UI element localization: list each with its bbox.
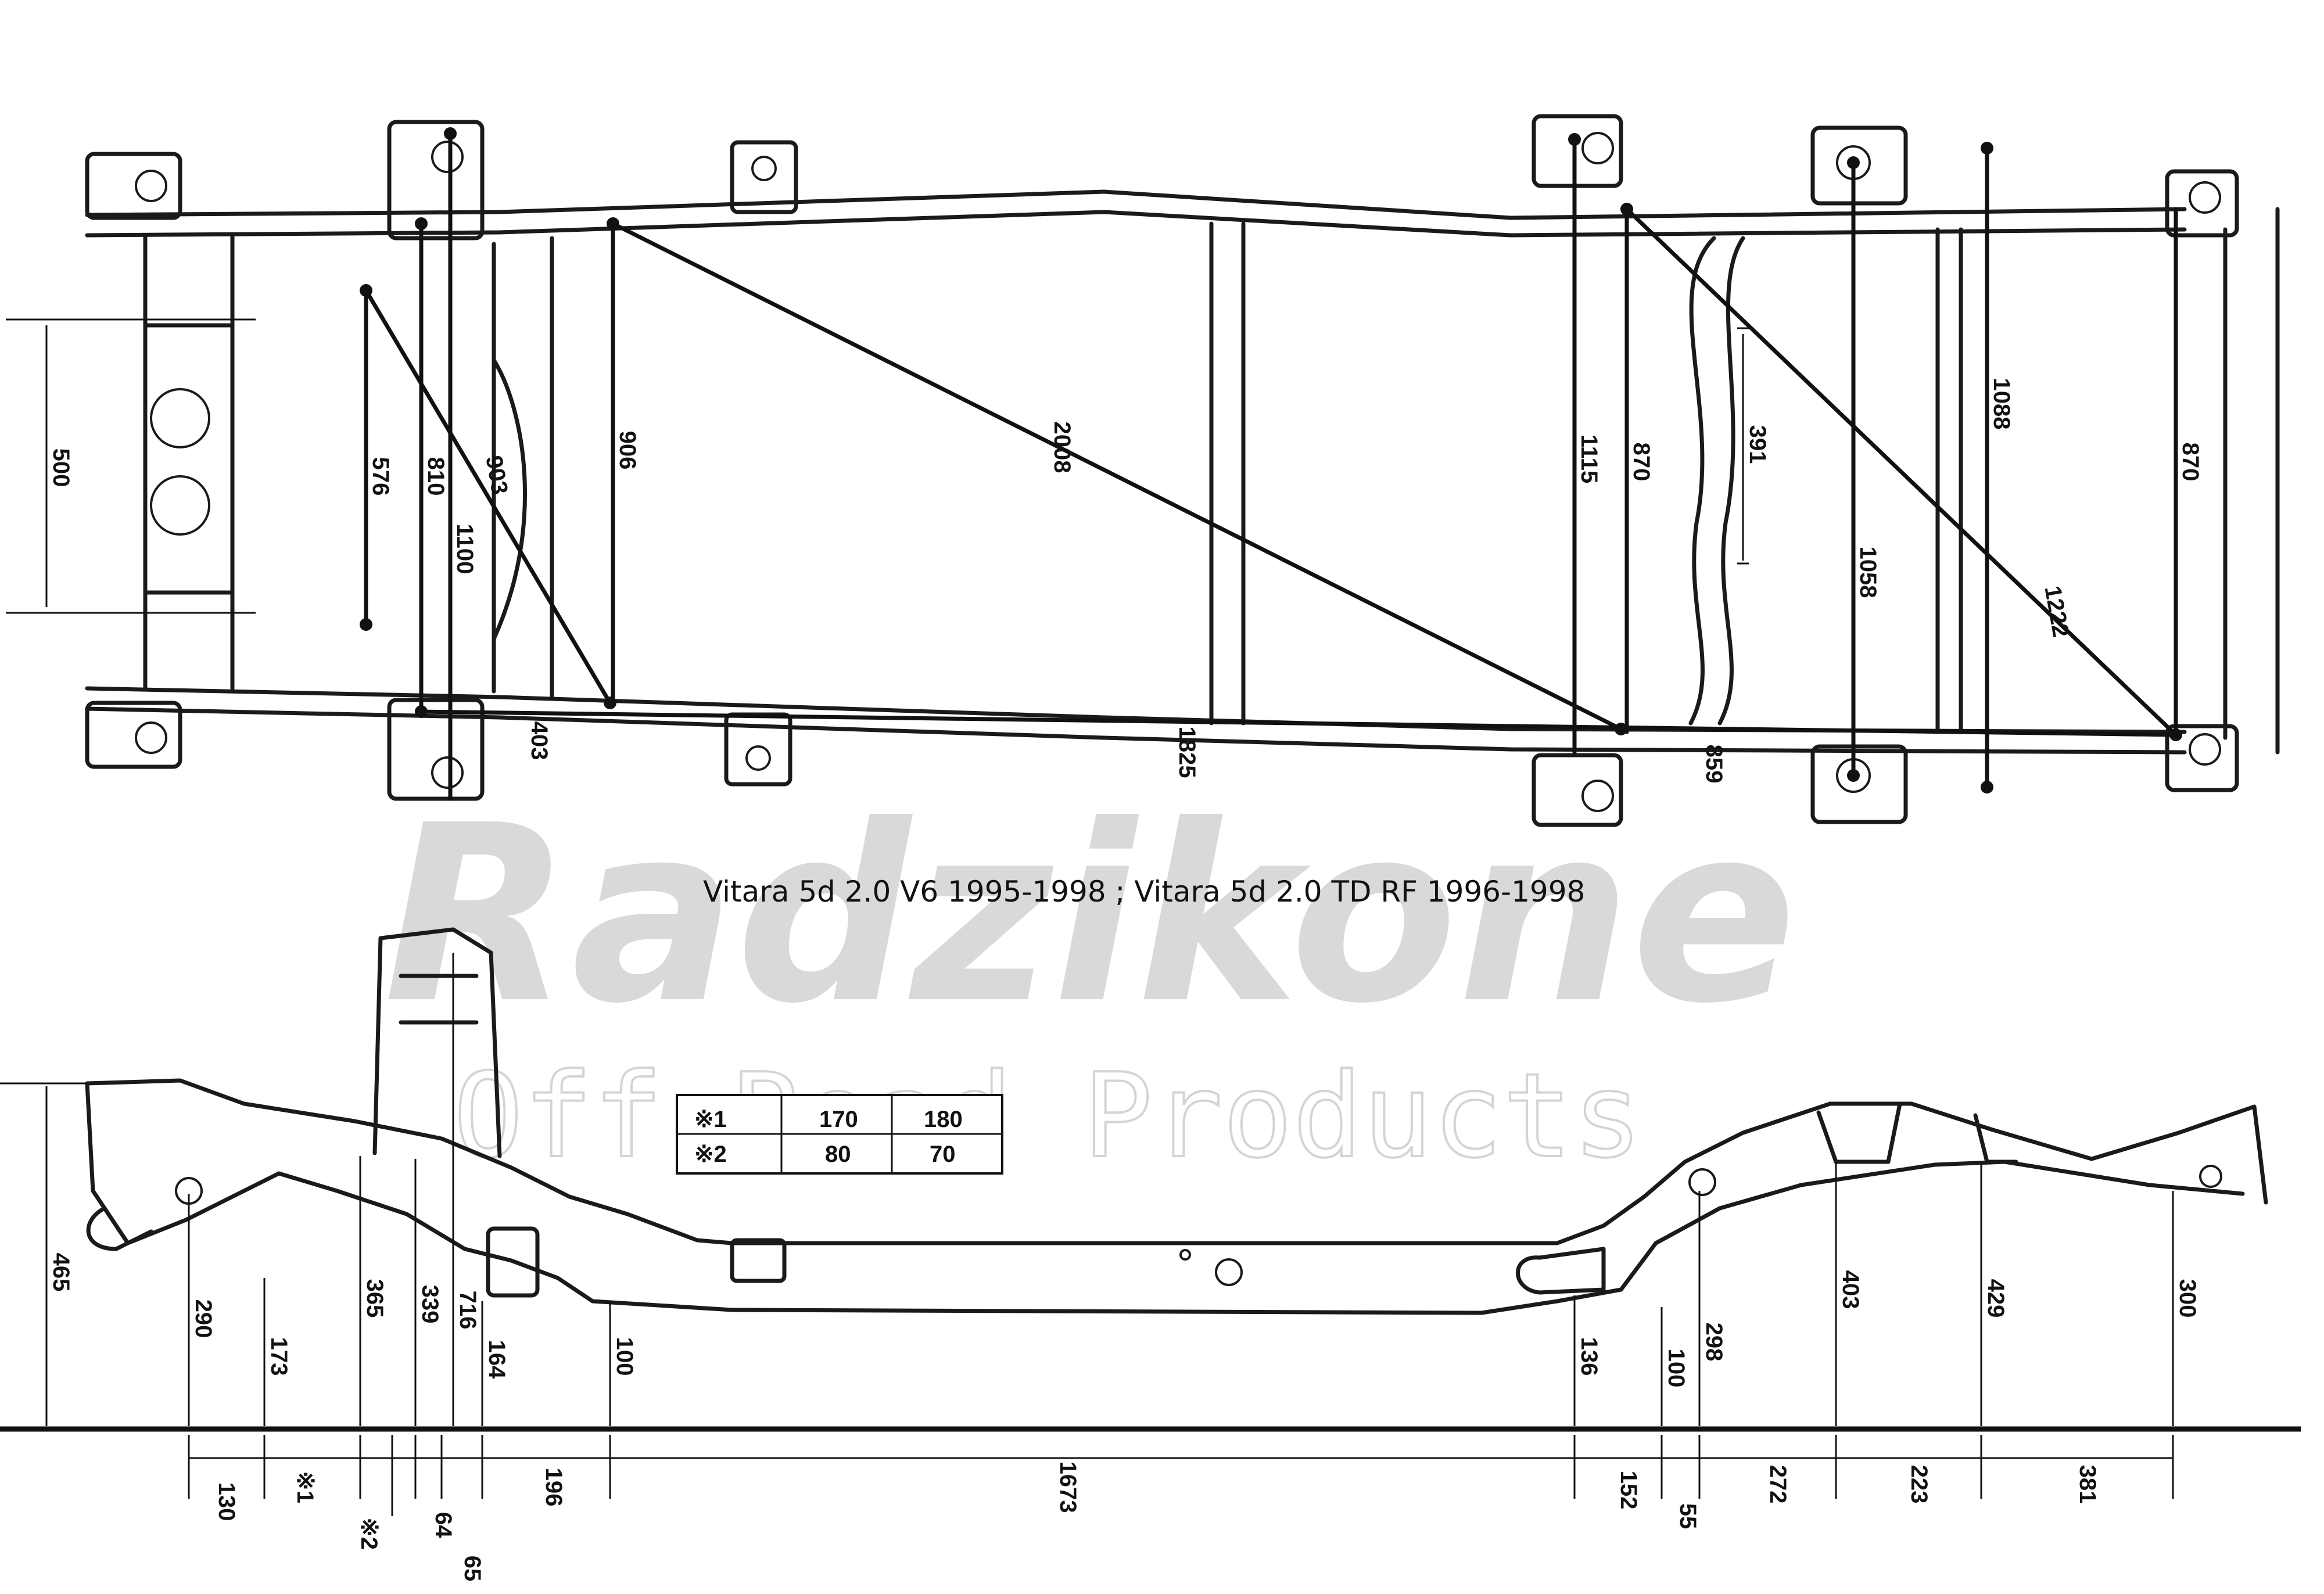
dim-403: 403 bbox=[526, 721, 552, 760]
dim-1825: 1825 bbox=[1174, 727, 1200, 778]
watermark-tagline: Off-Road Products bbox=[453, 1049, 1642, 1184]
front-crossmember bbox=[143, 233, 235, 691]
side-view: ※1 170 180 ※2 80 70 bbox=[0, 927, 2301, 1582]
height-465: 465 bbox=[48, 1253, 74, 1292]
top-rail-upper bbox=[85, 189, 2187, 238]
watermark: Radzikone Off-Road Products bbox=[383, 773, 1797, 1185]
table-row1-label: ※1 bbox=[694, 1107, 727, 1132]
center-crossmember bbox=[1209, 221, 1246, 726]
height-labels: 465 290 173 365 339 716 164 100 136 100 … bbox=[48, 1253, 2200, 1388]
spacing-1673: 1673 bbox=[1055, 1462, 1081, 1513]
dim-906: 906 bbox=[615, 431, 640, 470]
spacing-272: 272 bbox=[1765, 1465, 1791, 1504]
dim-1222: 1222 bbox=[2039, 584, 2074, 639]
rear-suspension-link bbox=[1688, 236, 1745, 726]
body-mount-brackets bbox=[85, 114, 2239, 827]
spacing-labels: 130 ※1 ※2 64 65 196 1673 152 55 272 223 … bbox=[214, 1462, 2100, 1582]
frame-hole bbox=[1215, 1258, 1243, 1286]
height-136: 136 bbox=[1576, 1337, 1602, 1376]
dim-859: 859 bbox=[1701, 745, 1727, 784]
dim-1088: 1088 bbox=[1989, 378, 2014, 430]
frame-hole bbox=[1179, 1249, 1191, 1261]
rear-end-hole bbox=[2199, 1165, 2222, 1188]
height-403: 403 bbox=[1838, 1270, 1863, 1309]
height-100-front: 100 bbox=[612, 1337, 637, 1376]
spacing-223: 223 bbox=[1906, 1465, 1932, 1504]
spacing-64: 64 bbox=[431, 1512, 456, 1538]
height-173: 173 bbox=[266, 1337, 292, 1376]
rear-bump-bracket bbox=[1816, 1101, 2018, 1164]
table-row2-value-a: 80 bbox=[825, 1141, 851, 1167]
height-100-rear: 100 bbox=[1663, 1349, 1689, 1388]
dim-870-front: 870 bbox=[1629, 443, 1654, 482]
dim-1115: 1115 bbox=[1576, 435, 1602, 484]
spacing-65: 65 bbox=[460, 1556, 485, 1582]
spacing-381: 381 bbox=[2075, 1465, 2100, 1504]
height-298: 298 bbox=[1701, 1323, 1727, 1362]
engine-bay-structure bbox=[492, 236, 554, 699]
spacing-55: 55 bbox=[1675, 1503, 1701, 1530]
height-365: 365 bbox=[362, 1279, 388, 1318]
table-row2-value-b: 70 bbox=[930, 1141, 956, 1167]
measurement-lines bbox=[6, 127, 2182, 801]
height-164: 164 bbox=[484, 1340, 510, 1379]
rear-crossmember bbox=[1935, 207, 2280, 755]
height-716: 716 bbox=[455, 1291, 480, 1330]
height-290: 290 bbox=[191, 1299, 216, 1338]
dim-1100: 1100 bbox=[452, 524, 478, 575]
front-shock-tower bbox=[372, 927, 502, 1158]
dim-500: 500 bbox=[48, 448, 74, 487]
spacing-196: 196 bbox=[541, 1468, 566, 1507]
spacing-note-2: ※2 bbox=[356, 1517, 382, 1550]
front-tow-hook bbox=[86, 1206, 153, 1251]
height-300: 300 bbox=[2175, 1279, 2200, 1318]
spacing-130: 130 bbox=[214, 1482, 239, 1521]
dim-810: 810 bbox=[423, 457, 449, 496]
table-row2-label: ※2 bbox=[694, 1141, 727, 1167]
spacing-note-1: ※1 bbox=[292, 1471, 318, 1503]
dim-1058: 1058 bbox=[1855, 547, 1881, 598]
vehicle-caption: Vitara 5d 2.0 V6 1995-1998 ; Vitara 5d 2… bbox=[703, 875, 1585, 909]
dim-870-rear: 870 bbox=[2178, 443, 2203, 482]
height-339: 339 bbox=[417, 1285, 443, 1324]
front-crossmember-hole bbox=[150, 388, 210, 448]
height-dimension-lines bbox=[0, 953, 2174, 1516]
height-429: 429 bbox=[1983, 1279, 2009, 1318]
spacing-152: 152 bbox=[1616, 1471, 1641, 1510]
engine-mount-bracket bbox=[486, 1226, 540, 1298]
table-row1-value-a: 170 bbox=[819, 1107, 858, 1132]
dim-2008: 2008 bbox=[1049, 422, 1075, 473]
frame-bracket bbox=[730, 1238, 787, 1283]
top-view: 500 576 810 903 1100 906 2008 403 1825 1… bbox=[6, 114, 2280, 827]
top-dimension-labels: 500 576 810 903 1100 906 2008 403 1825 1… bbox=[48, 378, 2203, 784]
rear-mount-hole bbox=[1688, 1168, 1716, 1196]
table-row1-value-b: 180 bbox=[924, 1107, 963, 1132]
dim-391: 391 bbox=[1745, 425, 1770, 464]
front-crossmember-hole bbox=[150, 475, 210, 536]
side-frame-profile bbox=[85, 1078, 2268, 1315]
rear-spring-hanger bbox=[1516, 1247, 1606, 1295]
watermark-brand: Radzikone bbox=[383, 773, 1797, 1057]
note-table: ※1 170 180 ※2 80 70 bbox=[676, 1094, 1003, 1175]
dim-576: 576 bbox=[368, 457, 393, 496]
